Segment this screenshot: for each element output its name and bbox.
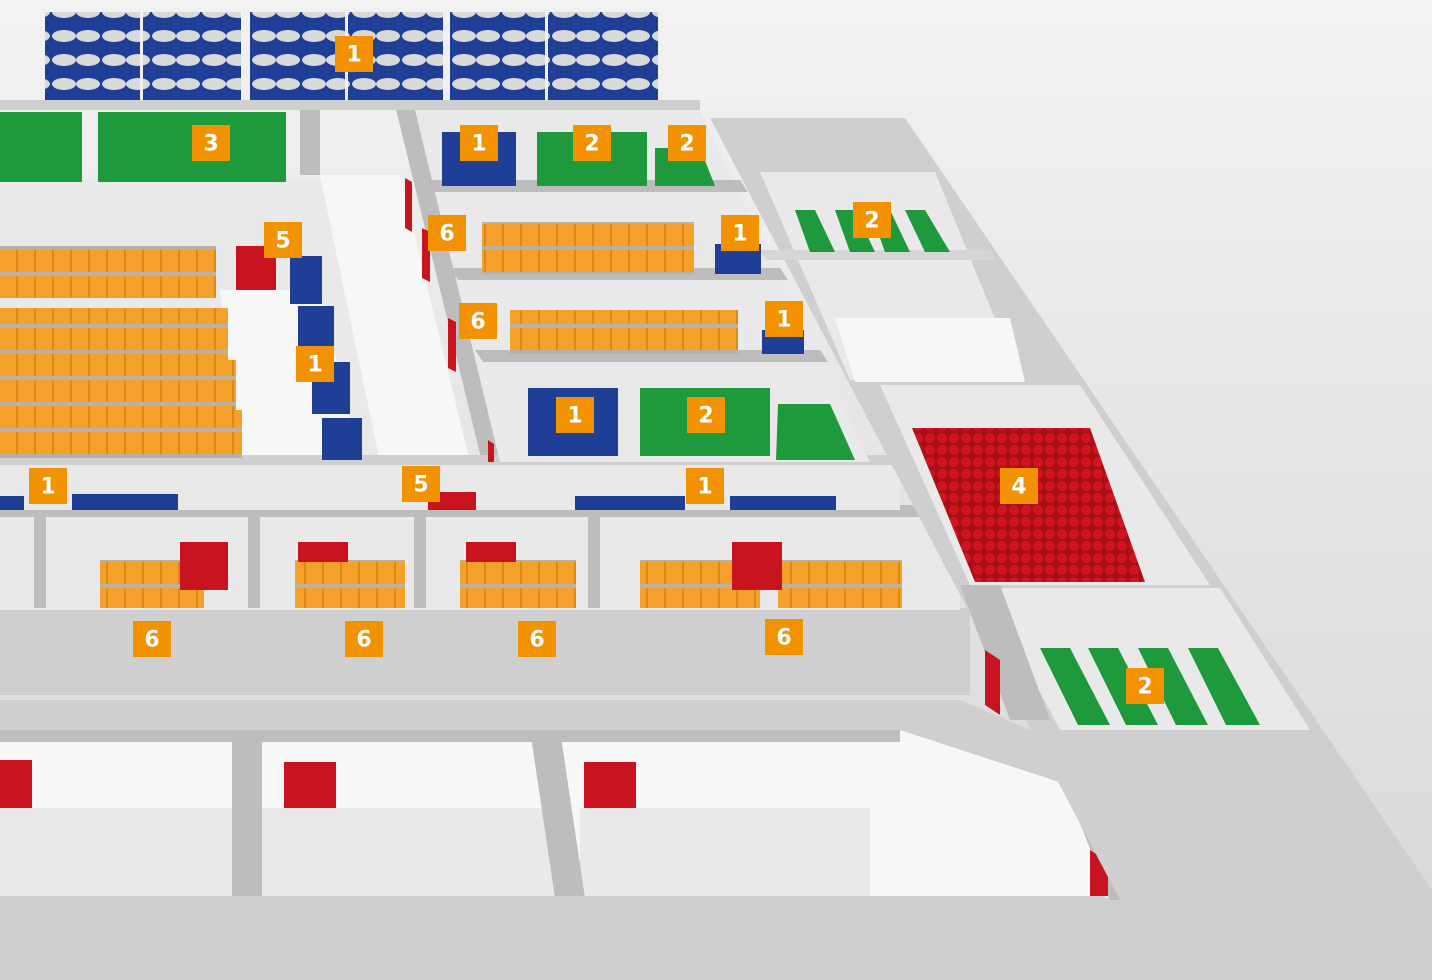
zone-label-number: 1 — [471, 132, 486, 157]
zone-label-number: 6 — [439, 222, 454, 247]
zone-label-number: 4 — [1011, 475, 1026, 500]
zone-label-number: 3 — [203, 132, 218, 157]
zone-label-corridor-1-left: 1 — [29, 468, 67, 504]
zone-label-mid-room-2: 2 — [687, 397, 725, 433]
zone-label-number: 5 — [413, 473, 428, 498]
zone-label-number: 6 — [144, 628, 159, 653]
zone-label-mid-1-b: 1 — [765, 301, 803, 337]
zone-label-number: 1 — [567, 404, 582, 429]
zone-label-number: 2 — [584, 132, 599, 157]
zone-label-green-room-top-b: 2 — [668, 125, 706, 161]
zone-label-number: 6 — [470, 310, 485, 335]
zone-label-number: 2 — [679, 132, 694, 157]
zone-label-mid-1-a: 1 — [721, 215, 759, 251]
zone-label-blue-room-top: 1 — [460, 125, 498, 161]
zone-label-corridor-5: 5 — [402, 466, 440, 502]
zone-label-number: 5 — [275, 229, 290, 254]
zone-label-roof-top: 1 — [335, 36, 373, 72]
zone-label-number: 1 — [40, 475, 55, 500]
zone-label-number: 2 — [1137, 675, 1152, 700]
zone-label-mid-6-a: 6 — [428, 215, 466, 251]
zone-label-left-hall-5: 5 — [264, 222, 302, 258]
zone-label-number: 1 — [346, 43, 361, 68]
zone-label-mid-room-1: 1 — [556, 397, 594, 433]
zone-label-mid-6-b: 6 — [459, 303, 497, 339]
zone-label-number: 2 — [864, 209, 879, 234]
zone-label-corridor-1-right: 1 — [686, 468, 724, 504]
zone-label-right-green-bottom: 2 — [1126, 668, 1164, 704]
zone-label-bay-6-c: 6 — [518, 621, 556, 657]
zone-label-green-room-top-a: 2 — [573, 125, 611, 161]
building-structure — [0, 100, 1432, 980]
zone-label-bay-6-b: 6 — [345, 621, 383, 657]
zone-label-number: 6 — [356, 628, 371, 653]
zone-label-red-zone-4: 4 — [1000, 468, 1038, 504]
zone-label-right-green-top: 2 — [853, 202, 891, 238]
zone-label-bay-6-a: 6 — [133, 621, 171, 657]
zone-label-green-top: 3 — [192, 125, 230, 161]
zone-label-left-hall-1: 1 — [296, 346, 334, 382]
zone-label-number: 1 — [697, 475, 712, 500]
zone-label-bay-6-d: 6 — [765, 619, 803, 655]
zone-label-number: 1 — [732, 222, 747, 247]
zone-label-number: 2 — [698, 404, 713, 429]
zone-label-number: 6 — [529, 628, 544, 653]
zone-label-number: 6 — [776, 626, 791, 651]
zone-label-number: 1 — [776, 308, 791, 333]
zone-label-number: 1 — [307, 353, 322, 378]
